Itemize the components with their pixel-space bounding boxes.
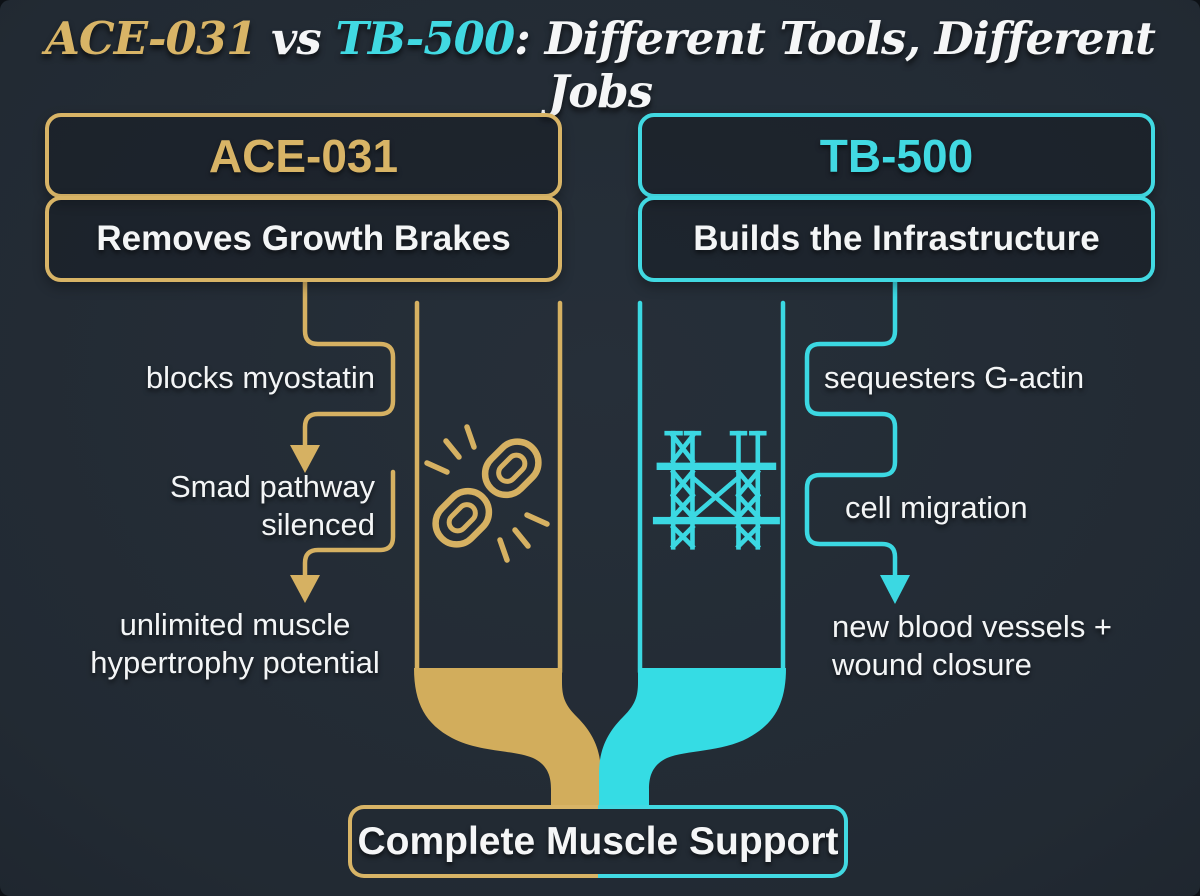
footer-box: Complete Muscle Support [348, 805, 848, 878]
ace-step-blocks-myostatin: blocks myostatin [145, 360, 375, 395]
tb-connector [804, 278, 898, 578]
tb-subtitle-box: Builds the Infrastructure [638, 196, 1155, 282]
footer-label: Complete Muscle Support [357, 819, 839, 863]
page-title: ACE-031 vs TB-500: Different Tools, Diff… [0, 12, 1200, 118]
tb-arrow-icon [880, 575, 910, 604]
ace-arrow-2-icon [290, 575, 320, 603]
broken-chain-icon [424, 424, 550, 563]
tb-subtitle-label: Builds the Infrastructure [693, 219, 1100, 258]
title-ace-031: ACE-031 [45, 12, 257, 65]
ace-step-hypertrophy: unlimited muscle hypertrophy potential [90, 607, 380, 680]
ace-connector-2 [302, 469, 396, 578]
ace-subtitle-label: Removes Growth Brakes [96, 219, 511, 258]
scaffolding-icon [652, 430, 780, 550]
tb-flow-lines [637, 278, 898, 675]
tb-step-blood-vessels: new blood vessels + wound closure [832, 609, 1113, 682]
tb-step-sequesters-gactin: sequesters G-actin [824, 360, 1085, 395]
ace-arrow-1-icon [290, 445, 320, 473]
ace-merge-ribbon [414, 668, 601, 812]
ace-step-smad-pathway: Smad pathway silenced [169, 469, 375, 542]
title-vs: vs [256, 12, 336, 65]
ace-flow-lines [302, 278, 563, 675]
ace-subtitle-box: Removes Growth Brakes [45, 196, 562, 282]
tb-merge-ribbon [599, 668, 786, 812]
title-tb-500: TB-500 [335, 12, 515, 65]
tb-step-cell-migration: cell migration [845, 490, 1028, 525]
title-rest: : Different Tools, Different Jobs [514, 12, 1170, 118]
ace-header-label: ACE-031 [208, 129, 399, 182]
break-spark-lines [424, 424, 550, 563]
ace-connector-1 [302, 278, 396, 448]
tb-header-box: TB-500 [638, 113, 1155, 198]
ace-header-box: ACE-031 [45, 113, 562, 198]
tb-header-label: TB-500 [819, 129, 974, 182]
